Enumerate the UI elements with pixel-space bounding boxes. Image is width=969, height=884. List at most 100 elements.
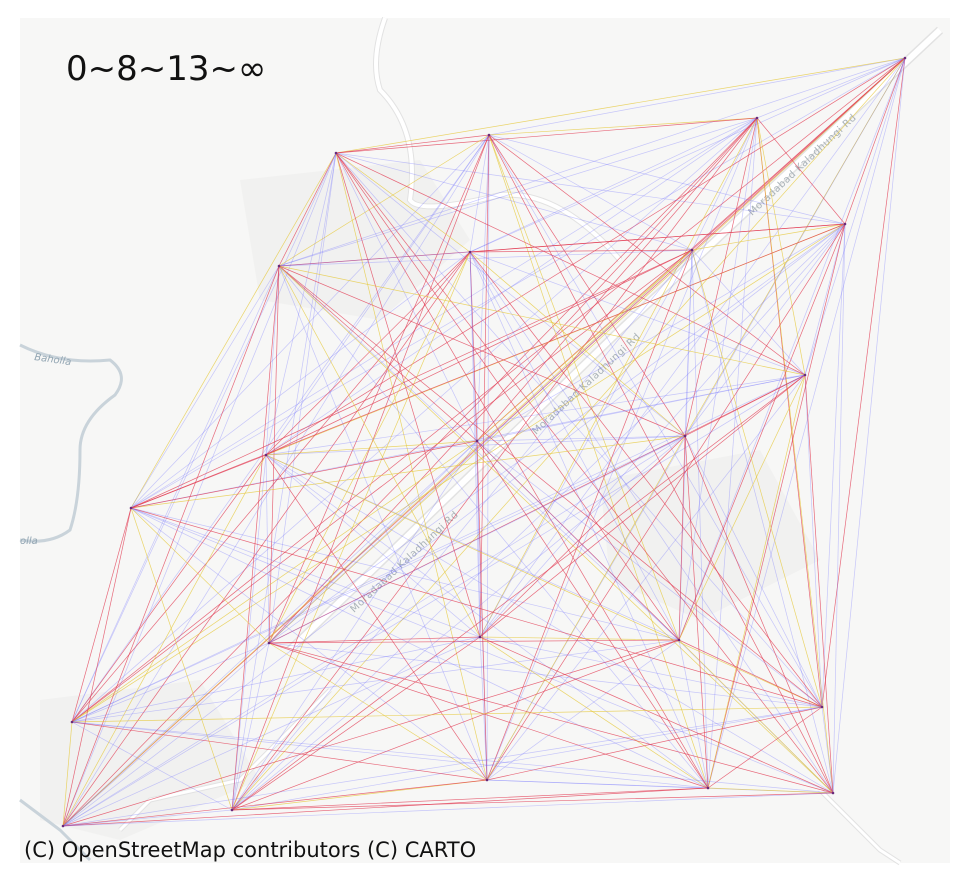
- flow-edge: [335, 152, 686, 437]
- flow-edge: [335, 152, 478, 442]
- flow-edge: [265, 435, 686, 456]
- flow-edge: [71, 454, 267, 723]
- flow-edge: [678, 435, 686, 641]
- flow-edge: [71, 721, 709, 789]
- water-label-2: olla: [20, 536, 38, 547]
- flow-edge: [62, 642, 270, 827]
- flow-edge: [476, 435, 686, 442]
- flow-edge: [707, 787, 834, 794]
- flow-edge: [268, 251, 471, 644]
- flow-edge: [265, 440, 478, 456]
- flow-edge: [707, 374, 806, 789]
- flow-edge: [62, 721, 73, 827]
- flow-edge: [130, 507, 823, 708]
- flow-edge: [265, 57, 906, 456]
- flow-edge: [130, 507, 680, 641]
- flow-edge: [278, 117, 758, 267]
- flow-edge: [469, 251, 481, 638]
- flow-edge: [265, 152, 337, 456]
- flow-edge: [265, 454, 488, 781]
- flow-edge: [130, 249, 693, 509]
- flow-edge: [335, 152, 846, 225]
- flow-edge: [335, 152, 709, 789]
- flow-edge: [335, 152, 823, 708]
- flow-edge: [62, 265, 280, 827]
- flow-edge: [684, 435, 709, 789]
- flow-edge: [756, 57, 906, 119]
- flow-edge: [265, 454, 823, 708]
- flow-edge: [486, 639, 680, 781]
- flow-edge: [130, 507, 270, 644]
- flow-edge: [821, 706, 834, 794]
- flow-edge: [479, 223, 846, 638]
- flow-edge: [268, 636, 481, 644]
- flow-edge: [756, 117, 846, 225]
- flow-edge: [71, 374, 806, 723]
- flow-node: [677, 638, 681, 642]
- flow-node: [690, 248, 694, 252]
- flow-edge: [335, 152, 680, 641]
- flow-edge: [268, 642, 823, 708]
- flow-edge: [62, 454, 267, 827]
- flow-edge: [804, 57, 906, 376]
- flow-edge: [130, 435, 686, 509]
- flow-edge: [821, 223, 846, 708]
- flow-edge: [278, 265, 834, 794]
- flow-edge: [268, 642, 834, 794]
- flow-edge: [678, 117, 758, 641]
- flow-edge: [231, 249, 693, 811]
- flow-edge: [62, 809, 233, 827]
- flow-edge: [678, 639, 834, 794]
- waterways: [19, 343, 123, 862]
- flow-edge: [231, 454, 267, 811]
- flow-edge: [62, 787, 709, 827]
- flow-edge: [678, 639, 709, 789]
- flow-edge: [684, 223, 846, 437]
- road-main: [287, 27, 943, 653]
- flow-edges: [62, 57, 906, 827]
- flow-nodes: [61, 56, 907, 828]
- flow-edge: [278, 223, 846, 267]
- flow-edge: [488, 134, 709, 789]
- road-se: [818, 788, 901, 865]
- flow-edge: [268, 152, 337, 644]
- flow-edge: [684, 435, 834, 794]
- flow-edge: [231, 251, 471, 811]
- flow-edge: [130, 440, 478, 509]
- flow-edge: [469, 251, 709, 789]
- flow-edge: [756, 117, 806, 376]
- flow-edge: [335, 117, 758, 154]
- flow-edge: [130, 454, 267, 509]
- flow-edge: [488, 134, 823, 708]
- flow-edge: [335, 134, 490, 154]
- flow-edge: [268, 435, 686, 644]
- road-north: [374, 17, 622, 262]
- flow-edge: [488, 117, 758, 136]
- flow-edge: [231, 706, 823, 811]
- flow-edge: [265, 374, 806, 456]
- flow-edge: [62, 223, 846, 827]
- flow-edge: [678, 639, 823, 708]
- flow-edge: [479, 636, 680, 641]
- flow-edge: [486, 249, 693, 781]
- flow-edge: [71, 721, 834, 794]
- flow-edge: [488, 57, 906, 136]
- flow-edge: [62, 249, 693, 827]
- flow-node: [129, 506, 133, 510]
- flow-edge: [684, 117, 758, 437]
- flow-edge: [469, 251, 806, 376]
- flow-edge: [469, 249, 693, 253]
- flow-edge: [488, 134, 834, 794]
- flow-node: [475, 439, 479, 443]
- flow-edge: [278, 265, 823, 708]
- flow-edge: [479, 117, 758, 638]
- flow-edge: [231, 265, 280, 811]
- flow-edge: [62, 374, 806, 827]
- flow-edge: [231, 636, 481, 811]
- flow-edge: [268, 57, 906, 644]
- flow-edge: [231, 223, 846, 811]
- flow-edge: [130, 507, 481, 638]
- flow-edge: [231, 779, 488, 811]
- flow-edge: [231, 787, 709, 811]
